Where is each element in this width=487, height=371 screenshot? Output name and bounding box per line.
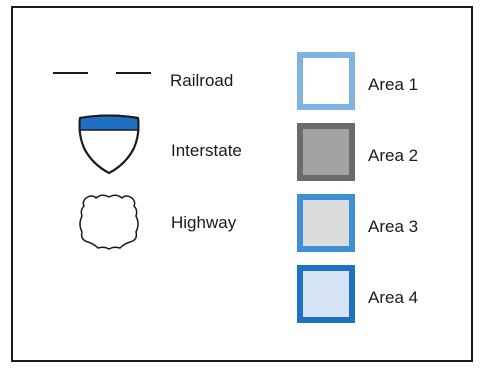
legend-label-area-2: Area 2 [368,146,419,165]
legend-label-highway: Highway [171,213,237,232]
legend-label-interstate: Interstate [171,141,242,160]
legend-label-railroad: Railroad [170,71,234,90]
area-1-swatch [297,52,355,110]
map-legend [11,6,473,362]
interstate-shield-icon [78,114,140,175]
area-4-swatch [297,265,355,323]
area-2-swatch [297,123,355,181]
legend-label-area-4: Area 4 [368,288,419,307]
legend-label-area-3: Area 3 [368,217,419,236]
legend-label-area-1: Area 1 [368,75,419,94]
railroad-dashed-line-icon [53,72,151,74]
area-3-swatch [297,194,355,252]
highway-shield-icon [79,194,139,250]
